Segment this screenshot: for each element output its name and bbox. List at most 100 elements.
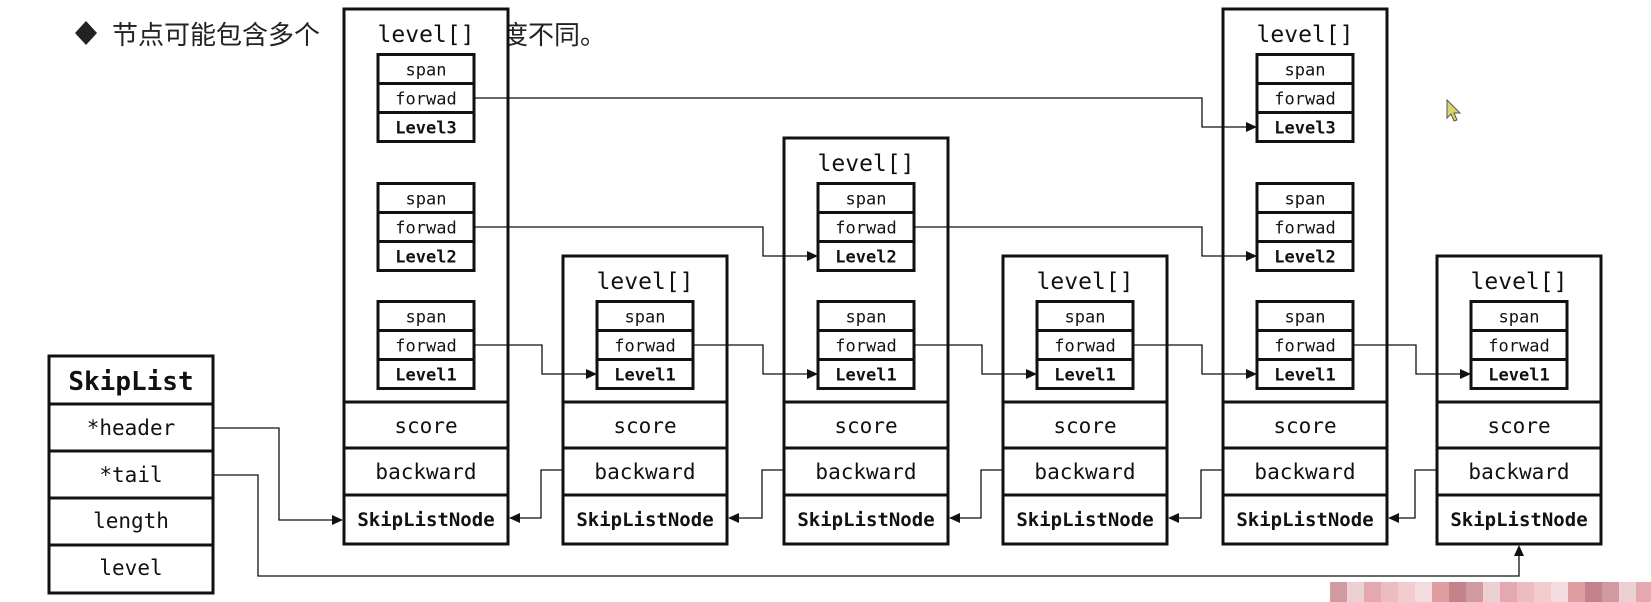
forward-field: forwad xyxy=(835,337,896,357)
backward-field: backward xyxy=(1468,460,1569,484)
blur-pixel xyxy=(1466,582,1483,602)
blur-pixel xyxy=(1568,582,1585,602)
span-field: span xyxy=(1285,308,1326,328)
score-field: score xyxy=(1053,414,1116,438)
node-name-label: SkipListNode xyxy=(1016,509,1153,531)
level-array-label: level[] xyxy=(1471,269,1568,295)
node-name-label: SkipListNode xyxy=(357,509,494,531)
forward-field: forwad xyxy=(835,219,896,239)
forward-pointer-line xyxy=(474,226,816,257)
node-name-label: SkipListNode xyxy=(1236,509,1373,531)
forward-pointer-line xyxy=(474,97,1255,128)
level-name: Level1 xyxy=(1274,366,1335,386)
score-field: score xyxy=(613,414,676,438)
node-name-label: SkipListNode xyxy=(1450,509,1587,531)
backward-pointer-line xyxy=(1390,469,1437,519)
score-field: score xyxy=(1273,414,1336,438)
diamond-bullet-icon xyxy=(75,21,97,45)
level-name: Level2 xyxy=(1274,248,1335,268)
blur-pixel xyxy=(1415,582,1432,602)
blur-pixel xyxy=(1534,582,1551,602)
blur-pixel xyxy=(1347,582,1364,602)
level-array-label: level[] xyxy=(818,151,915,177)
forward-field: forwad xyxy=(1274,219,1335,239)
heading-text-right: 度不同。 xyxy=(502,21,606,51)
blur-pixel xyxy=(1602,582,1619,602)
backward-field: backward xyxy=(594,460,695,484)
forward-pointer-line xyxy=(1353,344,1469,375)
arrowhead xyxy=(1246,369,1257,379)
skiplist-struct: SkipList *header *tail length level xyxy=(47,354,215,595)
span-field: span xyxy=(625,308,666,328)
skiplist-field-length: length xyxy=(93,509,169,533)
level-name: Level3 xyxy=(1274,119,1335,139)
level-name: Level1 xyxy=(1054,366,1115,386)
forward-pointer-line xyxy=(914,344,1035,375)
blur-pixel xyxy=(1398,582,1415,602)
links-layer xyxy=(213,97,1524,577)
score-field: score xyxy=(1487,414,1550,438)
span-field: span xyxy=(406,61,447,81)
blur-pixel xyxy=(1483,582,1500,602)
forward-field: forwad xyxy=(395,90,456,110)
forward-field: forwad xyxy=(1274,337,1335,357)
forward-field: forwad xyxy=(614,337,675,357)
arrowhead xyxy=(1514,545,1524,556)
blur-pixel xyxy=(1432,582,1449,602)
backward-field: backward xyxy=(1034,460,1135,484)
skiplist-node-3: level[]scorebackwardSkipListNodespanforw… xyxy=(782,136,950,546)
backward-pointer-line xyxy=(730,469,784,519)
tail-pointer-line xyxy=(213,474,1520,577)
header-pointer-line xyxy=(213,427,341,521)
skiplist-field-header: *header xyxy=(87,416,176,440)
level-name: Level1 xyxy=(1488,366,1549,386)
blur-pixel xyxy=(1449,582,1466,602)
span-field: span xyxy=(1499,308,1540,328)
backward-pointer-line xyxy=(951,469,1003,519)
node-name-label: SkipListNode xyxy=(797,509,934,531)
forward-field: forwad xyxy=(1488,337,1549,357)
blurred-strip xyxy=(1330,582,1651,602)
level-array-label: level[] xyxy=(378,22,475,48)
blur-pixel xyxy=(1636,582,1651,602)
blur-pixel xyxy=(1500,582,1517,602)
span-field: span xyxy=(1285,190,1326,210)
forward-field: forwad xyxy=(395,337,456,357)
backward-field: backward xyxy=(815,460,916,484)
level-array-label: level[] xyxy=(1257,22,1354,48)
node-name-label: SkipListNode xyxy=(576,509,713,531)
span-field: span xyxy=(406,308,447,328)
backward-pointer-line xyxy=(511,469,563,519)
skiplist-field-tail: *tail xyxy=(99,463,162,487)
level-name: Level1 xyxy=(835,366,896,386)
forward-pointer-line xyxy=(1133,344,1255,375)
score-field: score xyxy=(834,414,897,438)
forward-field: forwad xyxy=(1054,337,1115,357)
blur-pixel xyxy=(1585,582,1602,602)
span-field: span xyxy=(406,190,447,210)
arrowhead xyxy=(1388,513,1399,523)
slide-heading: 节点可能包含多个 度不同。 xyxy=(75,21,606,51)
arrowhead xyxy=(1026,369,1037,379)
skiplist-title: SkipList xyxy=(68,367,193,397)
forward-field: forwad xyxy=(1274,90,1335,110)
cursor-icon xyxy=(1446,98,1462,122)
level-name: Level1 xyxy=(395,366,456,386)
level-array-label: level[] xyxy=(1037,269,1134,295)
arrowhead xyxy=(807,369,818,379)
backward-field: backward xyxy=(375,460,476,484)
forward-pointer-line xyxy=(693,344,816,375)
level-array-label: level[] xyxy=(597,269,694,295)
span-field: span xyxy=(1065,308,1106,328)
forward-field: forwad xyxy=(395,219,456,239)
